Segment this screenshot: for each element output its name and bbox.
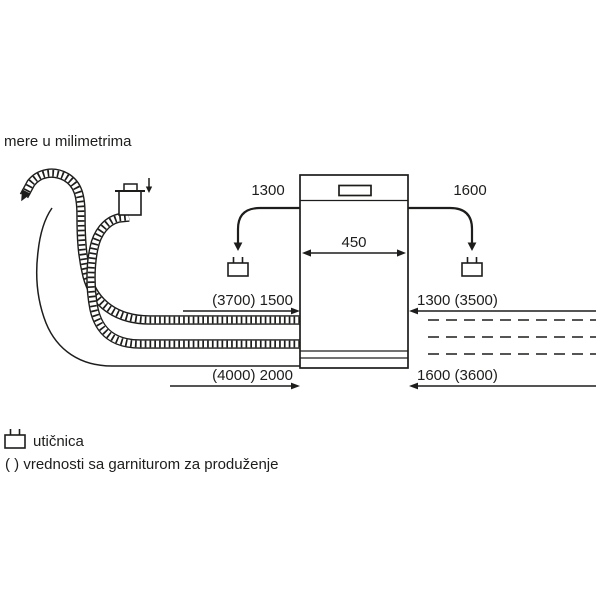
power-cord bbox=[35, 207, 300, 367]
legend-socket-label: utičnica bbox=[33, 433, 85, 450]
power-cord-length-label: (4000) 2000 bbox=[212, 367, 293, 384]
tap-icon bbox=[115, 178, 153, 216]
supply-hose-corrugation bbox=[87, 213, 300, 348]
socket-right-box bbox=[461, 262, 483, 277]
left-arrow-head bbox=[233, 242, 243, 251]
right-arrow-path bbox=[408, 206, 474, 243]
dishwasher-outline bbox=[299, 174, 409, 369]
drain-hose-arrowhead bbox=[21, 189, 31, 202]
drain-length-dimension: (3700) 1500 bbox=[183, 292, 300, 315]
cord-length-arrow bbox=[291, 382, 300, 390]
legend-note: ( ) vrednosti sa garniturom za produženj… bbox=[5, 456, 278, 473]
cord-length-dimension: (4000) 2000 bbox=[170, 367, 300, 390]
tap-body bbox=[118, 190, 142, 216]
right-socket-arrow bbox=[408, 206, 477, 251]
socket-icon-left bbox=[227, 257, 249, 277]
drain-hose-corrugation bbox=[21, 169, 300, 324]
width-dimension: 450 bbox=[302, 234, 406, 257]
drain-hose bbox=[19, 168, 300, 325]
legend-socket-box bbox=[4, 434, 26, 449]
units-note: mere u milimetrima bbox=[4, 133, 132, 150]
right-cord-arrow bbox=[409, 382, 418, 390]
right-arrow-head bbox=[467, 242, 477, 251]
right-cord-length-label: 1600 (3600) bbox=[417, 367, 498, 384]
right-dashed-lines bbox=[428, 319, 596, 355]
right-supply-length-label: 1300 (3500) bbox=[417, 292, 498, 309]
tap-arrow-head bbox=[145, 186, 153, 193]
right-supply-dimension: 1300 (3500) bbox=[409, 292, 596, 315]
supply-hose-fill bbox=[87, 213, 300, 348]
supply-hose-outline bbox=[86, 212, 300, 349]
left-socket-arrow bbox=[233, 206, 300, 251]
legend: utičnica ( ) vrednosti sa garniturom za … bbox=[4, 429, 278, 473]
drain-hose-length-label: (3700) 1500 bbox=[212, 292, 293, 309]
right-cord-dimension: 1600 (3600) bbox=[409, 367, 596, 390]
control-display bbox=[338, 184, 372, 197]
supply-hose bbox=[86, 212, 300, 349]
legend-socket-icon bbox=[4, 429, 26, 449]
left-arrow-path bbox=[236, 206, 300, 243]
power-cord-line bbox=[35, 207, 300, 367]
width-dim-arrow-right bbox=[397, 249, 406, 257]
tap-cap bbox=[123, 183, 138, 192]
left-socket-height-label: 1300 bbox=[251, 182, 284, 199]
socket-left-box bbox=[227, 262, 249, 277]
width-dim-arrow-left bbox=[302, 249, 311, 257]
right-supply-arrow bbox=[409, 307, 418, 315]
right-socket-height-label: 1600 bbox=[453, 182, 486, 199]
dishwasher bbox=[299, 174, 409, 369]
socket-icon-right bbox=[461, 257, 483, 277]
appliance-width-label: 450 bbox=[341, 234, 366, 251]
drain-length-arrow bbox=[291, 307, 300, 315]
